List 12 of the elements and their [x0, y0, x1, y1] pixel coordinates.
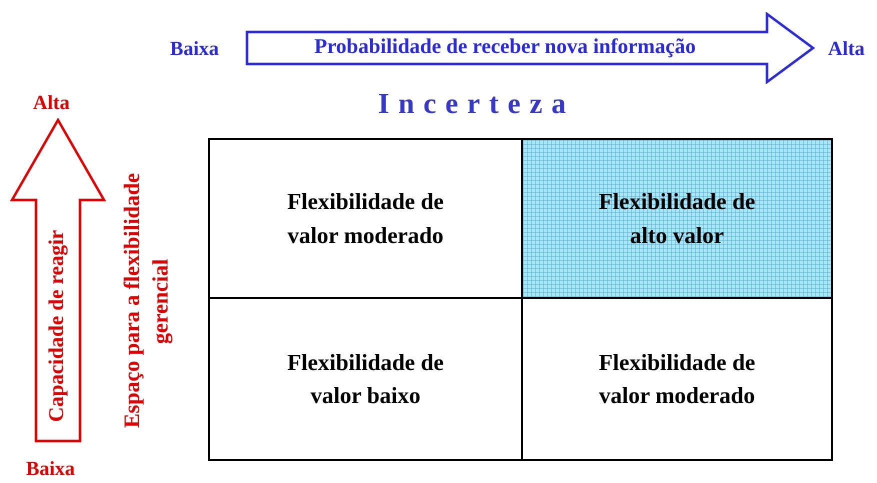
axis-label: Espaço para a flexibilidade gerencial: [118, 172, 174, 430]
axis-end-label: Baixa: [26, 458, 75, 481]
arrow-label: Capacidade de reagir: [44, 228, 69, 424]
axis-title: Incerteza: [378, 88, 575, 121]
axis-end-label: Alta: [828, 38, 865, 61]
axis-end-label: Alta: [33, 92, 70, 115]
arrow-label: Probabilidade de receber nova informação: [313, 34, 697, 59]
matrix-cell: Flexibilidade de valor moderado: [521, 297, 833, 461]
matrix-cell: Flexibilidade de valor moderado: [208, 138, 523, 299]
matrix-cell: Flexibilidade de valor baixo: [208, 297, 523, 461]
highlighted-matrix-cell: Flexibilidade de alto valor: [521, 138, 833, 299]
axis-end-label: Baixa: [170, 38, 219, 61]
